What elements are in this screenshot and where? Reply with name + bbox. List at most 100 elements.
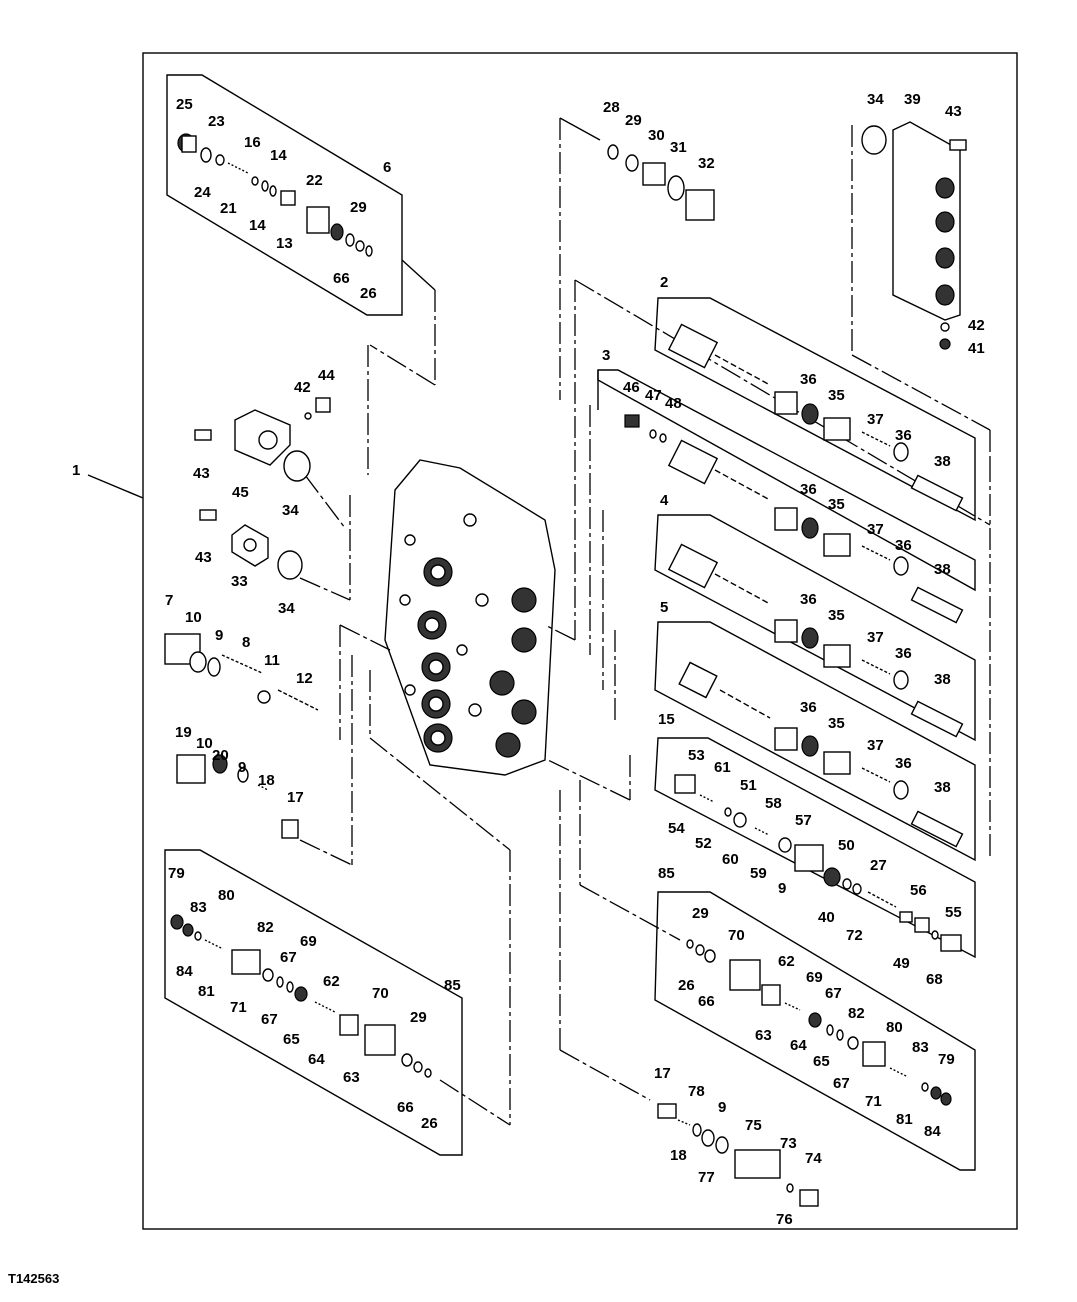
diagram-frame [142,52,1018,1230]
callout: 77 [698,1169,715,1186]
callout: 48 [665,395,682,412]
callout: 18 [258,772,275,789]
callout: 38 [934,561,951,578]
callout: 16 [244,134,261,151]
callout: 43 [945,103,962,120]
callout: 1 [72,462,80,479]
panel-85-left [164,849,463,1156]
callout: 36 [895,427,912,444]
spool-panel-5 [654,621,976,862]
callout: 34 [867,91,884,108]
callout: 7 [165,592,173,609]
callout: 79 [168,865,185,882]
callout: 67 [261,1011,278,1028]
callout: 65 [813,1053,830,1070]
left-relief-parts [164,397,331,839]
callout: 31 [670,139,687,156]
callout: 29 [692,905,709,922]
callout: 36 [895,537,912,554]
callout: 57 [795,812,812,829]
callout: 65 [283,1031,300,1048]
callout: 63 [755,1027,772,1044]
callout: 74 [805,1150,822,1167]
callout: 66 [698,993,715,1010]
callout: 63 [343,1069,360,1086]
callout: 10 [185,609,202,626]
callout: 59 [750,865,767,882]
callout: 20 [212,747,229,764]
callout: 41 [968,340,985,357]
callout: 29 [410,1009,427,1026]
callout: 47 [645,387,662,404]
callout: 64 [790,1037,807,1054]
callout: 14 [270,147,287,164]
callout: 35 [828,387,845,404]
callout: 67 [833,1075,850,1092]
callout: 82 [848,1005,865,1022]
callout: 62 [778,953,795,970]
callout: 56 [910,882,927,899]
callout: 60 [722,851,739,868]
callout: 69 [300,933,317,950]
callout: 83 [190,899,207,916]
callout: 32 [698,155,715,172]
callout: 84 [924,1123,941,1140]
callout: 9 [778,880,786,897]
spool-panel-4 [654,514,976,742]
callout: 43 [195,549,212,566]
callout: 9 [238,759,246,776]
group-6-panel [166,74,436,386]
callout: 3 [602,347,610,364]
callout: 8 [242,634,250,651]
callout: 85 [444,977,461,994]
callout: 15 [658,711,675,728]
valve-body [384,459,556,776]
callout-labels: 1 2 3 4 5 6 7 8 9 10 11 12 13 14 14 15 1… [72,91,985,1228]
callout: 42 [968,317,985,334]
callout: 26 [678,977,695,994]
callout: 19 [175,724,192,741]
callout: 24 [194,184,211,201]
callout-leader-1 [87,474,144,499]
callout: 67 [825,985,842,1002]
callout: 80 [218,887,235,904]
callout: 13 [276,235,293,252]
panel-85-right [654,891,976,1171]
callout: 40 [818,909,835,926]
callout: 2 [660,274,668,291]
callout: 37 [867,737,884,754]
callout: 81 [198,983,215,1000]
callout: 54 [668,820,685,837]
callout: 37 [867,629,884,646]
callout: 52 [695,835,712,852]
callout: 35 [828,715,845,732]
callout: 10 [196,735,213,752]
callout: 26 [360,285,377,302]
callout: 81 [896,1111,913,1128]
callout: 42 [294,379,311,396]
callout: 21 [220,200,237,217]
callout: 12 [296,670,313,687]
callout: 37 [867,411,884,428]
callout: 73 [780,1135,797,1152]
callout: 76 [776,1211,793,1228]
callout: 83 [912,1039,929,1056]
callout: 28 [603,99,620,116]
callout: 27 [870,857,887,874]
callout: 44 [318,367,335,384]
callout: 33 [231,573,248,590]
callout: 53 [688,747,705,764]
callout: 11 [264,652,280,669]
callout: 61 [714,759,731,776]
callout: 43 [193,465,210,482]
callout: 9 [215,627,223,644]
callout: 22 [306,172,323,189]
callout: 35 [828,607,845,624]
callout: 68 [926,971,943,988]
callout: 6 [383,159,391,176]
callout: 30 [648,127,665,144]
callout: 17 [654,1065,671,1082]
callout: 29 [350,199,367,216]
callout: 58 [765,795,782,812]
